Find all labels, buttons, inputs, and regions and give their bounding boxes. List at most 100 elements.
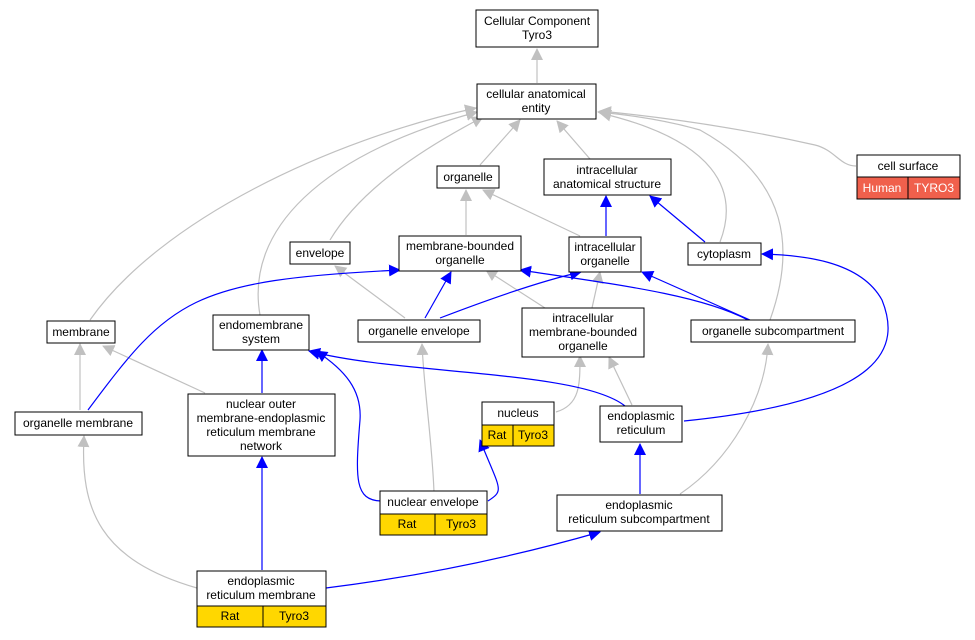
tag-gene-tyro3 [907,176,961,200]
edge-nucenv-endomembrane[interactable] [315,350,382,502]
node-label-line: organelle [558,339,608,353]
node-label-line: organelle membrane [23,416,133,430]
node-label-line: nucleus [497,406,538,420]
node-membrane[interactable]: membrane [46,320,116,344]
node-label-line: nuclear envelope [387,495,479,509]
node-label-line: endomembrane [219,318,303,332]
tag-gene-label: Tyro3 [279,609,309,623]
node-label-line: endoplasmic [607,409,674,423]
edge-orgenv-envelope [334,265,406,319]
node-label-line: nuclear outer [226,397,296,411]
node-label-line: intracellular [574,240,635,254]
node-label-line: organelle subcompartment [702,324,845,338]
node-intracellular-organelle[interactable]: intracellular organelle [568,236,642,273]
node-label-line: anatomical structure [553,177,661,191]
node-nuclear-outer-membrane-er-network[interactable]: nuclear outer membrane-endoplasmic retic… [187,393,336,457]
node-nucleus[interactable]: nucleus Rat Tyro3 [481,401,555,447]
tag-gene-tyro3 [512,424,555,447]
node-label-line: reticulum membrane [206,425,316,439]
edge-orgenv-io[interactable] [439,268,582,319]
tag-gene-label: Tyro3 [518,428,548,442]
node-cellular-component-tyro3[interactable]: Cellular Component Tyro3 [475,9,599,48]
node-label-line: reticulum subcompartment [568,512,710,526]
node-label-line: intracellular [576,163,637,177]
node-label-line: Cellular Component [484,14,591,28]
node-endomembrane-system[interactable]: endomembrane system [212,314,310,351]
node-label-line: membrane-bounded [529,325,637,339]
tag-species-label: Rat [398,517,417,531]
tag-gene-label: TYRO3 [914,181,954,195]
edge-cytoplasm-ias[interactable] [649,195,706,243]
node-label-line: system [242,332,280,346]
edge-imbo-io [591,271,604,309]
node-intracellular-anatomical-structure[interactable]: intracellular anatomical structure [543,158,672,196]
node-er-membrane[interactable]: endoplasmic reticulum membrane Rat Tyro3 [196,570,327,628]
edge-cellsurface-cae [599,106,857,167]
node-intracellular-membrane-bounded-organelle[interactable]: intracellular membrane-bounded organelle [521,307,645,358]
tag-species-label: Rat [221,609,240,623]
node-label-line: endoplasmic [227,574,294,588]
node-label-line: cytoplasm [697,247,751,261]
node-cell-surface[interactable]: cell surface Human TYRO3 [856,154,961,200]
node-nuclear-envelope[interactable]: nuclear envelope Rat Tyro3 [379,490,488,536]
tag-gene-tyro3 [262,605,327,628]
edge-nucenv-nucleus[interactable] [478,439,499,502]
tag-species-label: Rat [488,428,507,442]
edge-orgmem-mbo[interactable] [87,264,401,411]
node-label-line: organelle envelope [368,324,470,338]
node-cellular-anatomical-entity[interactable]: cellular anatomical entity [476,83,597,120]
node-label-line: endoplasmic [605,498,672,512]
node-endoplasmic-reticulum[interactable]: endoplasmic reticulum [599,405,683,443]
node-label-line: network [240,439,283,453]
node-label-line: envelope [296,246,345,260]
node-label-line: reticulum [617,423,666,437]
edge-imbo-mbo [485,269,546,309]
node-label-line: organelle [443,170,493,184]
node-label-line: cellular anatomical [486,87,585,101]
edge-organelle-cae [479,119,521,166]
edges [74,48,889,589]
tag-species-label: Human [863,181,902,195]
edge-orgsub-io[interactable] [641,270,751,321]
edge-orgsub-mbo[interactable] [519,265,749,321]
tag-gene-label: Tyro3 [446,517,476,531]
node-er-subcompartment[interactable]: endoplasmic reticulum subcompartment [556,494,723,532]
node-cytoplasm[interactable]: cytoplasm [687,242,762,266]
nodes: Cellular Component Tyro3 cellular anatom… [14,9,961,628]
node-label-line: reticulum membrane [206,588,316,602]
edge-ersub-orgsub [679,343,774,495]
edge-nucleus-imbo [555,355,586,413]
edge-membrane-cae [89,104,477,321]
edge-endomembrane-cae [257,109,478,316]
edge-nucenv-orgenv [416,343,435,493]
node-membrane-bounded-organelle[interactable]: membrane-bounded organelle [398,235,522,272]
edge-envelope-cae [329,116,484,241]
node-organelle[interactable]: organelle [436,165,500,189]
node-label-line: organelle [435,253,485,267]
edge-ermem-ersub[interactable] [325,529,601,589]
node-label-line: membrane-bounded [406,239,514,253]
node-label-line: intracellular [552,311,613,325]
node-label-line: entity [522,101,551,115]
edge-er-endomembrane[interactable] [308,347,626,407]
edge-er-imbo [608,356,633,406]
edge-ermem-orgmem [77,435,198,589]
edge-orgsub-cae [597,107,784,321]
node-organelle-envelope[interactable]: organelle envelope [357,319,481,343]
node-label-line: organelle [580,254,630,268]
edge-ias-cae [556,120,591,160]
tag-gene-tyro3 [434,513,488,536]
node-label-line: membrane-endoplasmic [197,411,326,425]
edge-er-cytoplasm[interactable] [683,248,889,422]
node-organelle-membrane[interactable]: organelle membrane [14,411,143,436]
node-label-line: Tyro3 [522,28,552,42]
node-label-line: membrane [52,325,110,339]
node-organelle-subcompartment[interactable]: organelle subcompartment [690,319,856,343]
node-envelope[interactable]: envelope [289,241,351,265]
node-label-line: cell surface [878,159,939,173]
edge-cytoplasm-cae [599,109,727,243]
edge-nom-membrane [102,345,206,394]
edge-orgenv-mbo[interactable] [424,271,452,319]
edge-io-organelle [482,189,581,237]
